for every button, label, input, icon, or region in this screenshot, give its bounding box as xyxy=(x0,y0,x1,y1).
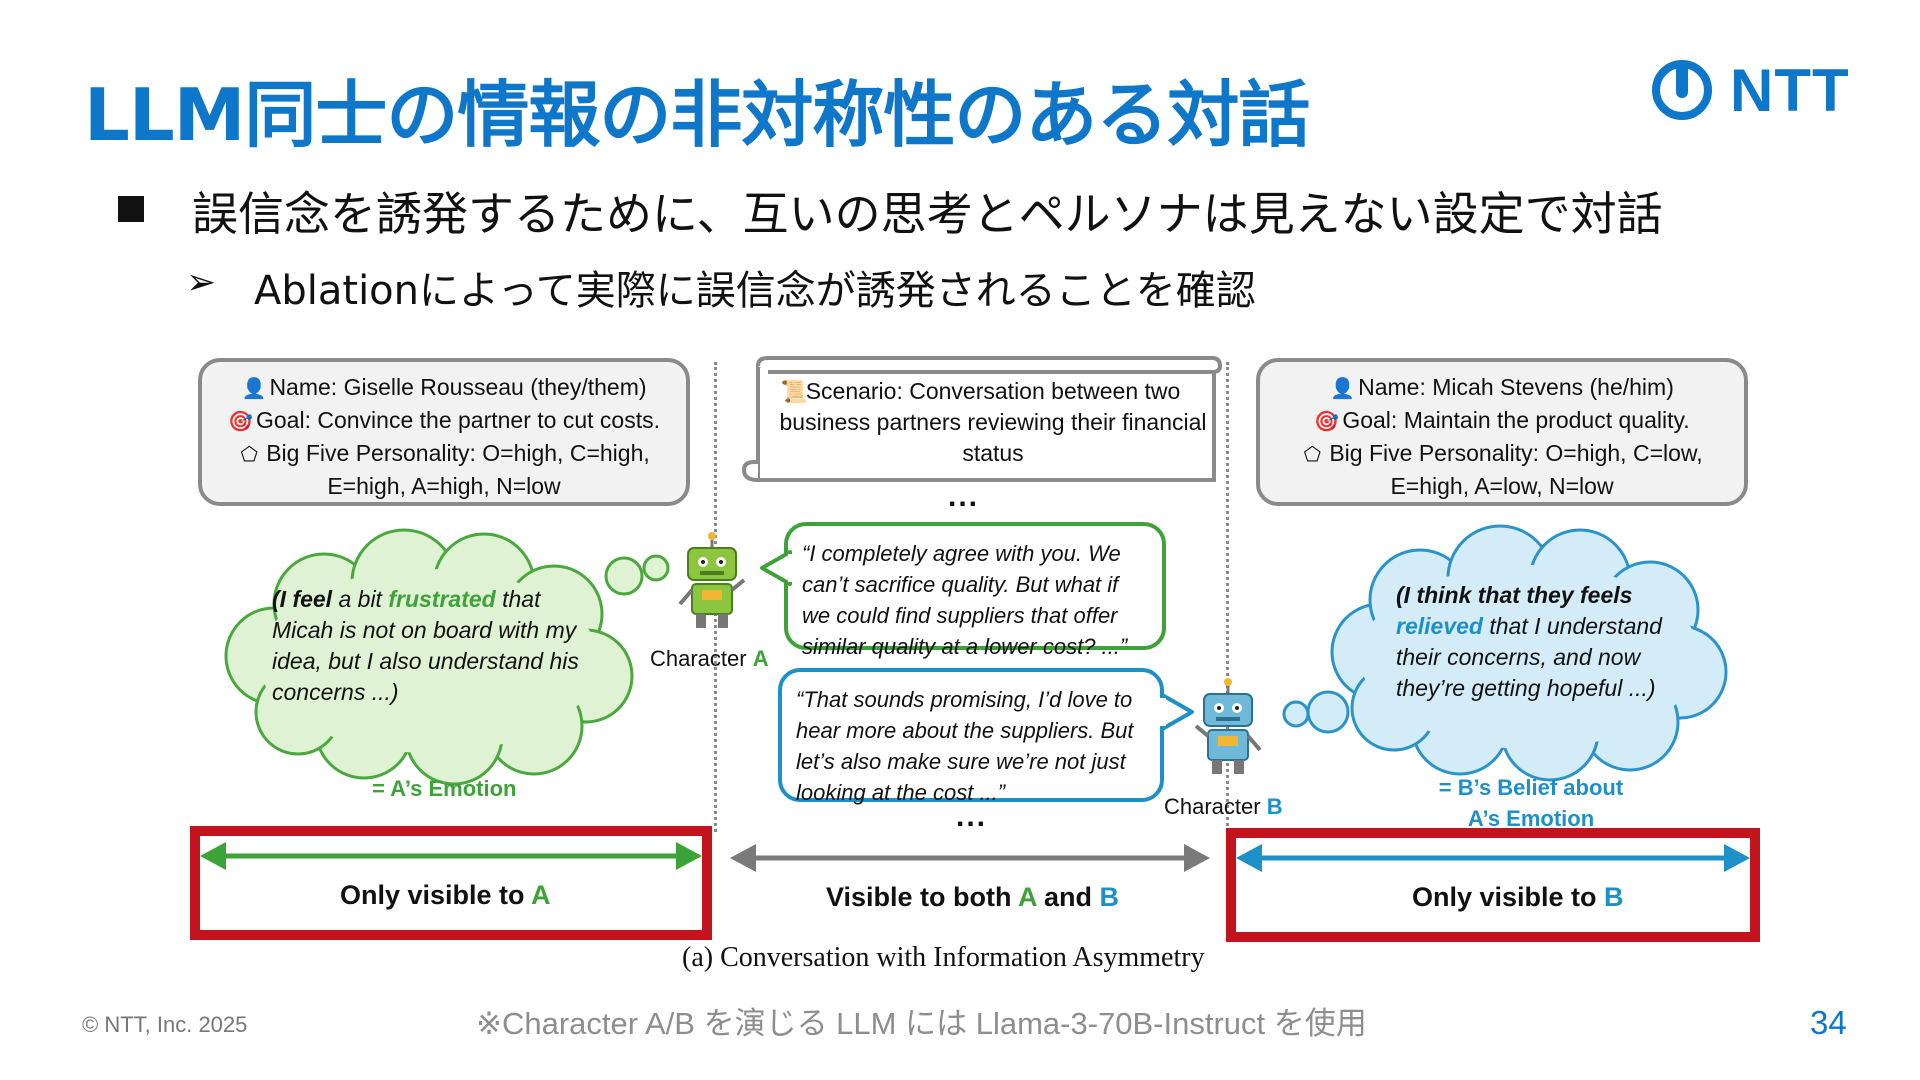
scroll-icon: 📜 xyxy=(780,380,808,405)
both-prefix: Visible to both xyxy=(826,882,1019,912)
thought-a-line3: idea, but I also understand his xyxy=(272,648,579,674)
thought-a-pre: (I feel xyxy=(272,586,333,612)
gray-double-arrow xyxy=(730,844,1210,872)
bullet-arrow-icon: ➢ xyxy=(186,262,217,303)
utterance-b-tail xyxy=(1160,694,1194,730)
slide-title: LLM同士の情報の非対称性のある対話 xyxy=(84,73,1310,157)
only-visible-b-label: Only visible to B xyxy=(1412,882,1624,913)
thought-a-line2: Micah is not on board with my xyxy=(272,617,577,643)
figure-caption: (a) Conversation with Information Asymme… xyxy=(682,942,1205,973)
target-icon: 🎯 xyxy=(228,411,253,433)
persona-a-box: 👤Name: Giselle Rousseau (they/them) 🎯Goa… xyxy=(198,358,690,506)
persona-b-personality-1: Big Five Personality: O=high, C=low, xyxy=(1329,440,1703,466)
thought-a-line4: concerns ...) xyxy=(272,679,399,705)
copyright: © NTT, Inc. 2025 xyxy=(82,1012,248,1037)
thought-b-text: (I think that they feels relieved that I… xyxy=(1396,580,1662,704)
pentagon-icon: ⬠ xyxy=(1303,444,1322,466)
persona-b-goal: Goal: Maintain the product quality. xyxy=(1342,407,1690,433)
dots-top: ... xyxy=(948,480,980,513)
only-visible-a-label: Only visible to A xyxy=(340,880,551,911)
separator-right xyxy=(1226,362,1229,832)
persona-a-personality-2: E=high, A=high, N=low xyxy=(327,473,561,499)
thought-b-line1: (I think that they feels xyxy=(1396,582,1633,608)
bullet-square-icon xyxy=(118,196,144,222)
thought-b-highlight: relieved xyxy=(1396,613,1483,639)
blue-double-arrow xyxy=(1236,844,1750,872)
character-b-prefix: Character xyxy=(1164,794,1267,819)
ntt-logo-text: NTT xyxy=(1730,57,1850,124)
robot-b-icon xyxy=(1194,678,1262,774)
only-a-letter: A xyxy=(531,880,551,910)
only-visible-a-box xyxy=(190,826,712,940)
page-number: 34 xyxy=(1810,1004,1847,1041)
only-b-prefix: Only visible to xyxy=(1412,882,1605,912)
utterance-a-text: “I completely agree with you. We can’t s… xyxy=(802,541,1128,659)
thought-b-line3: their concerns, and now xyxy=(1396,644,1641,670)
bullet-2-text: Ablationによって実際に誤信念が誘発されることを確認 xyxy=(254,268,1256,314)
pentagon-icon: ⬠ xyxy=(240,444,258,466)
character-a-letter: A xyxy=(752,646,769,671)
thought-b-line4: they’re getting hopeful ...) xyxy=(1396,675,1656,701)
only-b-letter: B xyxy=(1604,882,1624,912)
robot-a-icon xyxy=(678,532,746,628)
person-icon: 👤 xyxy=(1330,378,1356,400)
scenario-scroll xyxy=(742,356,1222,482)
bullet-1-text: 誤信念を誘発するために、互いの思考とペルソナは見えない設定で対話 xyxy=(192,187,1663,241)
ntt-logo: NTT xyxy=(1650,57,1855,124)
both-a: A xyxy=(1018,882,1037,912)
person-icon: 👤 xyxy=(241,378,267,400)
persona-a-goal: Goal: Convince the partner to cut costs. xyxy=(256,407,660,433)
dots-bottom: ... xyxy=(956,800,988,833)
footnote: ※Character A/B を演じる LLM には Llama-3-70B-I… xyxy=(476,1006,1367,1041)
persona-a-name: Name: Giselle Rousseau (they/them) xyxy=(269,374,647,400)
character-a-label: Character A xyxy=(650,646,769,672)
emotion-b-line1: = B’s Belief about xyxy=(1438,775,1624,800)
thought-cloud-a xyxy=(224,528,670,786)
ntt-logo-mark-icon xyxy=(1652,60,1712,120)
emotion-b-line2: A’s Emotion xyxy=(1467,806,1595,831)
persona-a-personality-1: Big Five Personality: O=high, C=high, xyxy=(266,440,650,466)
utterance-b-bubble: “That sounds promising, I’d love to hear… xyxy=(778,668,1164,805)
persona-b-box: 👤Name: Micah Stevens (he/him) 🎯Goal: Mai… xyxy=(1256,358,1748,506)
utterance-a-tail xyxy=(760,550,792,586)
scenario-text: Scenario: Conversation between two busin… xyxy=(779,378,1207,466)
only-a-prefix: Only visible to xyxy=(340,880,532,910)
persona-b-name: Name: Micah Stevens (he/him) xyxy=(1358,374,1674,400)
thought-cloud-b xyxy=(1282,524,1728,782)
thought-a-text: (I feel a bit frustrated that Micah is n… xyxy=(272,584,579,708)
target-icon: 🎯 xyxy=(1314,411,1340,433)
green-double-arrow xyxy=(200,842,702,870)
visible-both-label: Visible to both A and B xyxy=(826,882,1119,913)
thought-b-rest: that I understand xyxy=(1482,613,1662,639)
character-b-label: Character B xyxy=(1164,794,1283,820)
persona-b-personality-2: E=high, A=low, N=low xyxy=(1390,473,1614,499)
emotion-b-label: = B’s Belief about A’s Emotion xyxy=(1420,772,1642,834)
both-b: B xyxy=(1099,882,1120,912)
character-a-prefix: Character xyxy=(650,646,753,671)
only-visible-b-box xyxy=(1226,828,1760,942)
character-b-letter: B xyxy=(1266,794,1283,819)
both-and: and xyxy=(1036,882,1100,912)
thought-a-mid: a bit xyxy=(332,586,389,612)
thought-a-highlight: frustrated xyxy=(388,586,496,612)
emotion-a-label: = A’s Emotion xyxy=(372,776,517,801)
utterance-a-bubble: “I completely agree with you. We can’t s… xyxy=(784,522,1166,659)
thought-a-rest: that xyxy=(495,586,541,612)
utterance-b-text: “That sounds promising, I’d love to hear… xyxy=(796,687,1134,805)
